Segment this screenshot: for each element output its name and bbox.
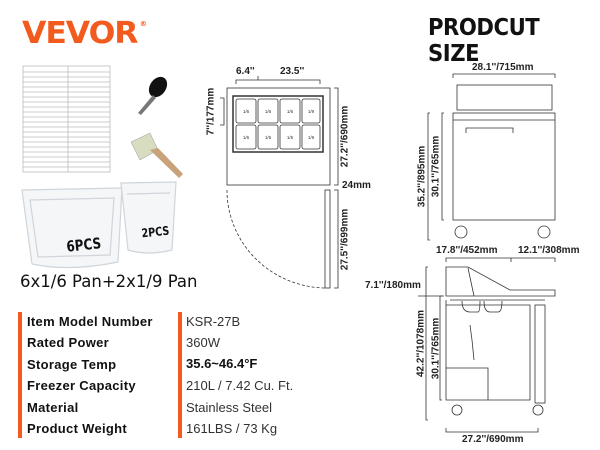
front-view-drawing xyxy=(427,73,556,262)
spec-value: 360W xyxy=(186,335,220,350)
pan-slot xyxy=(235,98,257,124)
spec-label: Material xyxy=(27,400,79,415)
spec-label: Product Weight xyxy=(27,421,128,436)
dim-gap: 24mm xyxy=(342,180,371,191)
side-view-drawing xyxy=(418,266,556,433)
pan-1-9-image xyxy=(120,181,177,254)
spec-label: Item Model Number xyxy=(27,314,153,329)
top-view-drawing: 1/6 1/6 1/6 1/9 1/6 1/6 1/6 1/9 xyxy=(220,76,339,289)
pan-slot-label: 1/6 xyxy=(265,109,272,114)
pan-slot xyxy=(257,98,279,124)
pan-slot-label: 1/6 xyxy=(243,109,250,114)
pan-slot-label: 1/6 xyxy=(287,109,294,114)
pan-slot-label: 1/6 xyxy=(265,135,272,140)
dim-side-body-height: 30.1''/765mm xyxy=(430,317,442,380)
pan-slot-label: 1/9 xyxy=(308,109,315,114)
dim-top-depth: 27.2''/690mm xyxy=(339,105,351,168)
wire-rack-image xyxy=(22,65,111,173)
accent-bar-left xyxy=(18,312,22,438)
pan-1-6-image xyxy=(21,187,123,269)
dim-side-depth: 27.2''/690mm xyxy=(462,434,524,445)
key-image xyxy=(138,76,168,115)
pan-slot xyxy=(235,124,257,150)
dim-side-total-height: 42.2''/1078mm xyxy=(415,309,427,378)
pan-slot xyxy=(257,124,279,150)
spec-label: Rated Power xyxy=(27,335,110,350)
dim-side-top-depth: 17.8''/452mm xyxy=(436,245,498,256)
dim-side-cover: 12.1''/308mm xyxy=(518,245,580,256)
spec-value: 35.6~46.4°F xyxy=(186,356,258,371)
accessories-caption: 6x1/6 Pan+2x1/9 Pan xyxy=(20,272,198,291)
spec-value: Stainless Steel xyxy=(186,400,272,415)
dim-pan-w1: 6.4'' xyxy=(236,66,255,77)
dim-guard-height: 7.1''/180mm xyxy=(365,280,421,291)
pan-slot xyxy=(301,98,321,124)
vevor-logo: VEVOR® xyxy=(22,16,147,51)
dim-front-total-height: 35.2''/895mm xyxy=(416,145,428,208)
spec-value: 210L / 7.42 Cu. Ft. xyxy=(186,378,294,393)
pan-slot-label: 1/9 xyxy=(308,135,315,140)
dim-front-width: 28.1''/715mm xyxy=(472,62,534,73)
spec-value: 161LBS / 73 Kg xyxy=(186,421,278,436)
dim-pan-w2: 23.5'' xyxy=(280,66,305,77)
pan-slot xyxy=(301,124,321,150)
brush-image xyxy=(130,132,183,178)
pan-6-label: 6PCS xyxy=(65,234,103,256)
spec-value: KSR-27B xyxy=(186,314,241,329)
dim-door: 27.5''/699mm xyxy=(339,208,351,271)
spec-label: Storage Temp xyxy=(27,357,117,372)
pan-slot xyxy=(279,98,301,124)
dim-pan-depth: 7''/177mm xyxy=(205,87,217,136)
pan-slot-label: 1/6 xyxy=(287,135,294,140)
pan-slot-label: 1/6 xyxy=(243,135,250,140)
accent-bar-right xyxy=(178,312,182,438)
dim-front-body-height: 30.1''/765mm xyxy=(430,135,442,198)
pan-2-label: 2PCS xyxy=(140,223,171,241)
page-title: PRODCUT SIZE xyxy=(428,15,540,67)
pan-slot xyxy=(279,124,301,150)
spec-label: Freezer Capacity xyxy=(27,378,136,393)
